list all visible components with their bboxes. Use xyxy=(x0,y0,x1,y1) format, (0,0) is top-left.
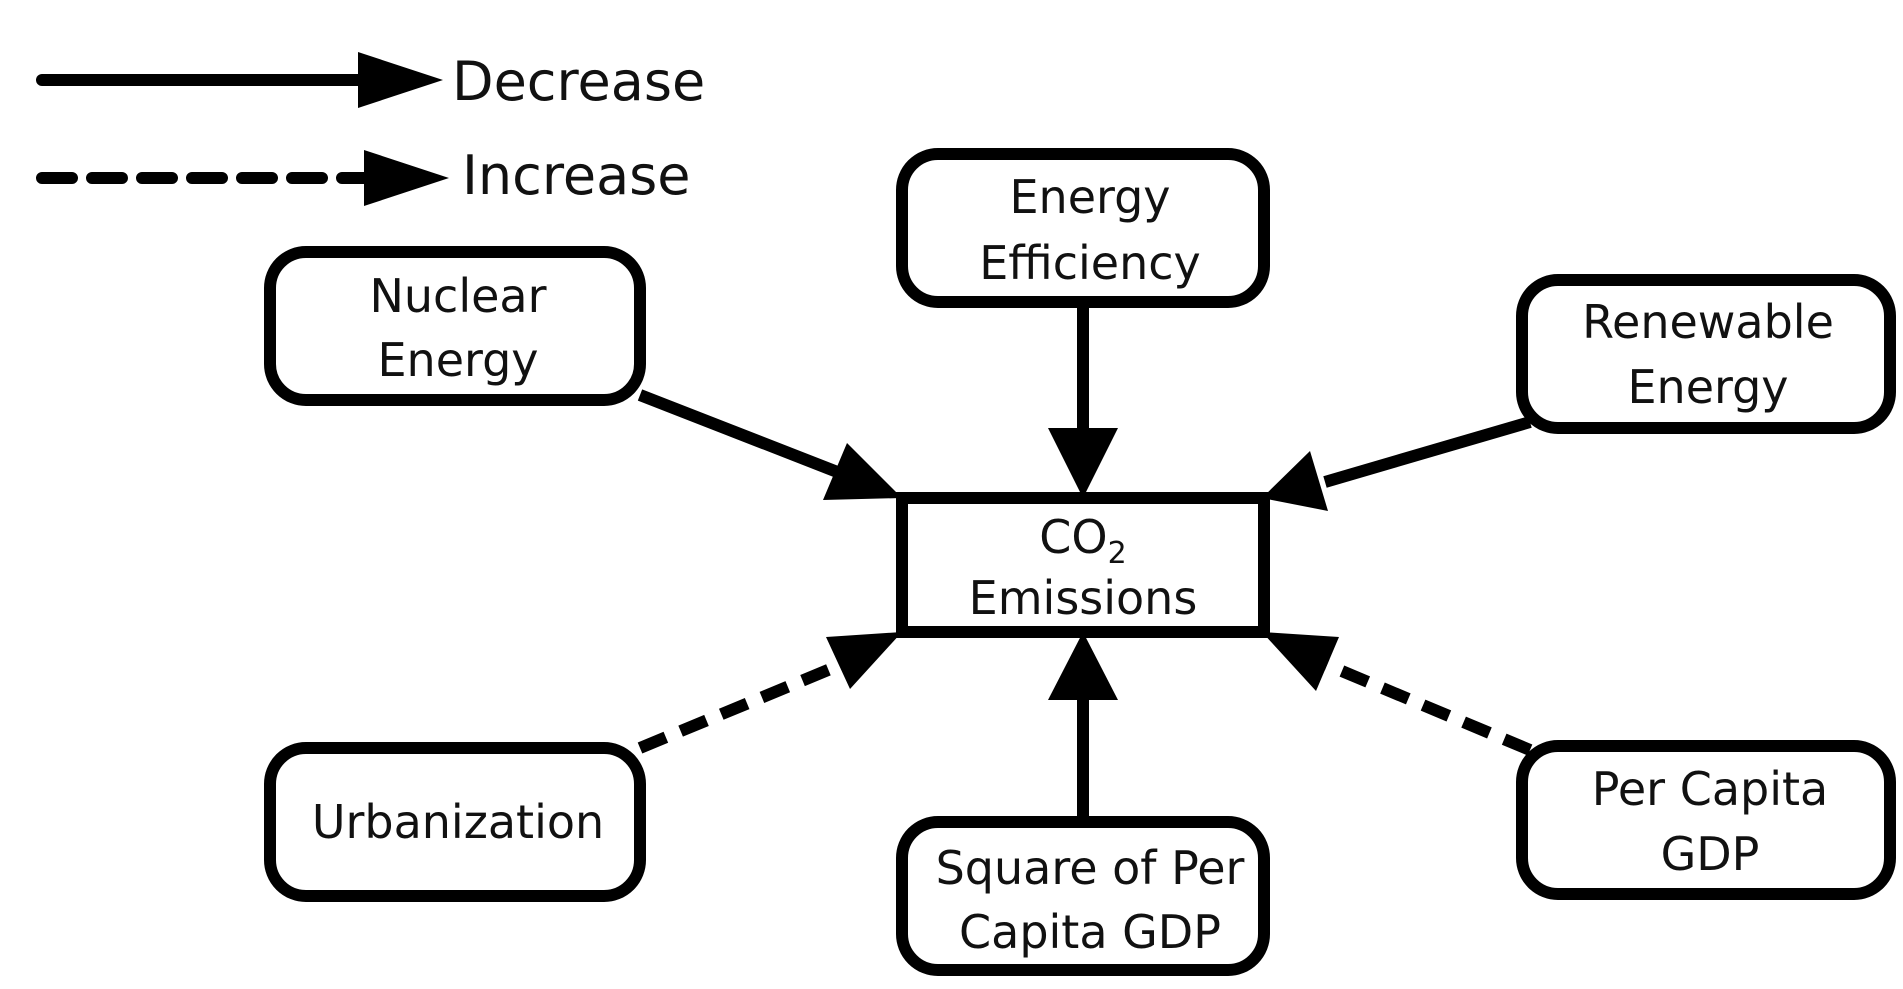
node-efficiency-line2: Efficiency xyxy=(979,236,1201,290)
node-nuclear-line2: Energy xyxy=(377,333,538,387)
node-per-capita-gdp: Per Capita GDP xyxy=(1516,740,1896,900)
legend-increase-arrowhead xyxy=(364,150,449,206)
node-per-capita-gdp-line1: Per Capita xyxy=(1592,762,1828,816)
edge-renewable-line xyxy=(1323,416,1532,488)
node-co2-emissions-box xyxy=(896,492,1270,638)
node-nuclear-line1: Nuclear xyxy=(369,269,546,323)
edge-square-gdp-arrowhead xyxy=(1048,632,1118,700)
node-co2-label: CO2 xyxy=(1039,510,1126,571)
node-renewable-line1: Renewable xyxy=(1582,295,1834,349)
edge-nuclear-line xyxy=(637,389,848,481)
node-square-gdp-line1: Square of Per xyxy=(936,841,1245,895)
node-nuclear-energy-box xyxy=(264,246,646,406)
node-per-capita-gdp-box xyxy=(1516,740,1896,900)
node-urbanization-line1: Urbanization xyxy=(312,795,604,849)
legend-decrease-label: Decrease xyxy=(452,50,705,113)
edge-urbanization-arrowhead xyxy=(826,632,902,689)
node-urbanization-box xyxy=(264,742,646,902)
legend-increase-label: Increase xyxy=(462,144,691,207)
node-urbanization: Urbanization xyxy=(264,742,646,902)
node-energy-efficiency: Energy Efficiency xyxy=(896,148,1270,308)
legend-decrease-arrowhead xyxy=(358,52,443,108)
node-emissions-label: Emissions xyxy=(969,571,1198,625)
node-square-gdp-line2: Capita GDP xyxy=(959,905,1221,959)
node-per-capita-gdp-line2: GDP xyxy=(1661,827,1760,881)
edge-renewable-arrowhead xyxy=(1262,451,1328,511)
edge-efficiency-arrowhead xyxy=(1048,428,1118,498)
node-renewable-energy-box xyxy=(1516,274,1896,434)
node-energy-efficiency-box xyxy=(896,148,1270,308)
edge-per-capita-gdp-arrowhead xyxy=(1262,632,1339,691)
node-renewable-energy: Renewable Energy xyxy=(1516,274,1896,434)
edge-urbanization-line xyxy=(637,659,843,754)
co2-main-text: CO xyxy=(1039,510,1107,564)
node-efficiency-line1: Energy xyxy=(1009,170,1170,224)
node-co2-emissions: CO2 Emissions xyxy=(896,492,1270,638)
edge-nuclear-arrowhead xyxy=(823,443,902,500)
edges xyxy=(637,297,1533,822)
node-square-gdp-box xyxy=(896,816,1270,976)
node-square-of-per-capita-gdp: Square of Per Capita GDP xyxy=(896,816,1270,976)
edge-per-capita-gdp-line xyxy=(1315,655,1533,756)
node-nuclear-energy: Nuclear Energy xyxy=(264,246,646,406)
co2-subscript-text: 2 xyxy=(1108,536,1127,571)
node-renewable-line2: Energy xyxy=(1627,360,1788,414)
legend: Decrease Increase xyxy=(36,50,705,207)
